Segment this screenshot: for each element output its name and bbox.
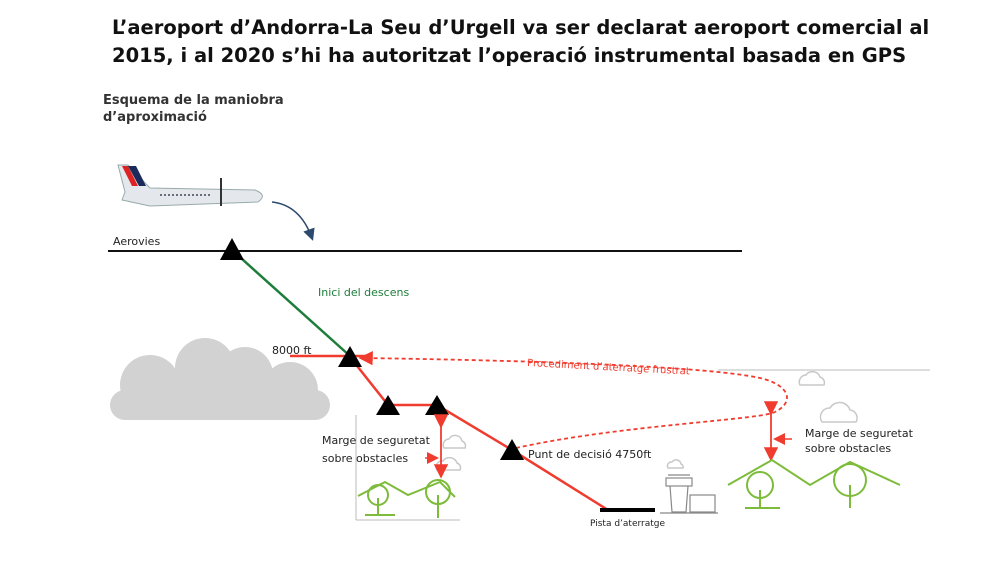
subtitle-line-2: d’aproximació (103, 110, 207, 125)
waypoint-icons (220, 238, 524, 460)
airplane-icon (117, 164, 263, 207)
subtitle-line-1: Esquema de la maniobra (103, 93, 284, 108)
margin-label-left-1: Marge de seguretat (322, 434, 431, 447)
margin-label-left-2: sobre obstacles (322, 452, 408, 465)
descent-arrow-icon (271, 201, 315, 241)
margin-label-right-2: sobre obstacles (805, 442, 891, 455)
decision-point-label: Punt de decisió 4750ft (528, 448, 652, 461)
control-tower-icon (660, 474, 718, 514)
headline: L’aeroport d’Andorra-La Seu d’Urgell va … (112, 14, 982, 70)
cloud-icon (110, 338, 330, 420)
diagram-subtitle: Esquema de la maniobra d’aproximació (103, 92, 284, 126)
headline-line-1: L’aeroport d’Andorra-La Seu d’Urgell va … (112, 16, 930, 39)
mountain-trees-icon-right (727, 458, 901, 509)
descent-path (231, 249, 351, 357)
altitude-label: 8000 ft (272, 344, 312, 357)
margin-label-right-1: Marge de seguretat (805, 427, 914, 440)
missed-approach-path (358, 350, 788, 449)
missed-approach-label: Procediment d’aterratge frustrat (527, 358, 690, 378)
mountain-trees-icon-left (357, 479, 456, 518)
headline-line-2: 2015, i al 2020 s’hi ha autoritzat l’ope… (112, 44, 907, 67)
descent-start-label: Inici del descens (318, 286, 409, 299)
runway-label: Pista d’aterratge (590, 519, 665, 529)
airways-label: Aerovies (113, 235, 160, 248)
